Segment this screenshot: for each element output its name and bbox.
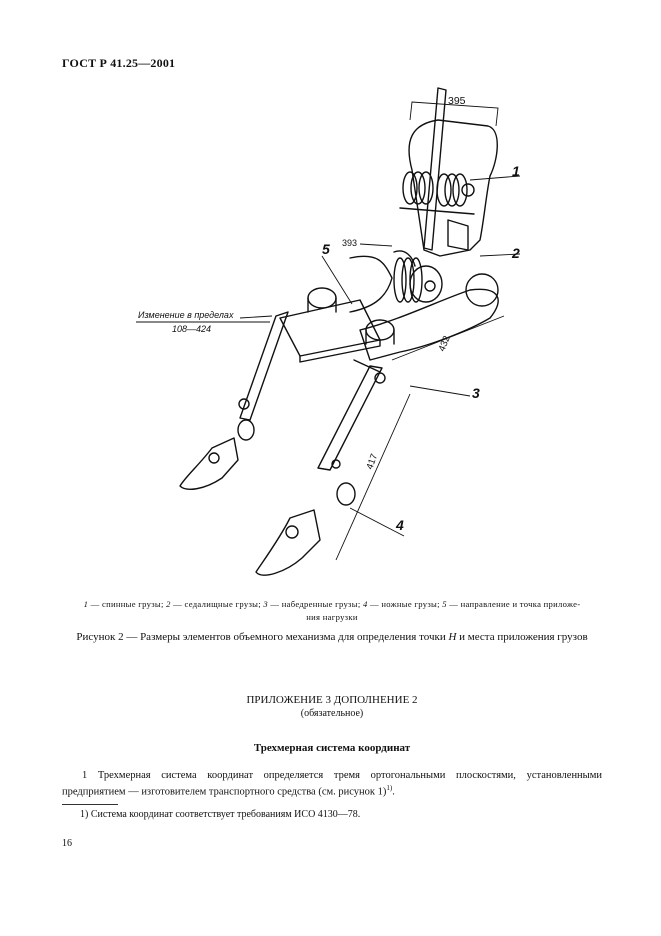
legend-num-1: 1: [83, 599, 89, 609]
range-value: 108—424: [172, 324, 211, 334]
load-cable: [349, 255, 393, 313]
caption-suffix: и места приложения грузов: [456, 631, 588, 643]
right-foot: [255, 509, 321, 576]
dim-line-417: [335, 393, 411, 561]
caption-prefix: Рисунок 2 — Размеры элементов объемного …: [76, 631, 449, 643]
right-foot-weight: [336, 482, 356, 506]
paragraph-end: .: [392, 786, 395, 798]
legend-num-4: 4: [362, 599, 368, 609]
footnote-text: Система координат соответствует требован…: [88, 809, 361, 820]
seat-weights: [393, 257, 443, 303]
paragraph-text: 1 Трехмерная система координат определяе…: [62, 770, 602, 798]
range-dim-line: [239, 315, 273, 319]
section-heading: Трехмерная система координат: [253, 742, 411, 754]
body-paragraph: 1 Трехмерная система координат определяе…: [62, 769, 602, 799]
left-foot-weight: [237, 419, 255, 441]
callout-4: 4: [395, 517, 404, 533]
page-number: 16: [62, 838, 72, 849]
footnote: 1) Система координат соответствует требо…: [80, 809, 600, 820]
legend-num-5: 5: [442, 599, 447, 609]
appendix-subtitle: (обязательное): [300, 708, 364, 719]
range-label: Изменение в пределах: [138, 310, 234, 320]
legend-text-2: — седалищные грузы;: [170, 599, 264, 609]
legend-text-3: — набедренные грузы;: [267, 599, 363, 609]
dim-label-393: 393: [342, 238, 357, 248]
legend-num-2: 2: [166, 599, 171, 609]
legend-text-5: — направление и точка приложе-: [446, 599, 581, 609]
callout-2: 2: [511, 245, 520, 261]
thigh-weight-right: [365, 319, 395, 341]
legend-text-1: — спинные грузы;: [88, 599, 167, 609]
callout-3: 3: [472, 385, 480, 401]
thigh-weight-left: [307, 287, 337, 309]
caption-point: H: [448, 631, 457, 643]
dim-line-432: [391, 315, 505, 361]
footnote-ref: 1): [386, 784, 393, 792]
dim-label-417: 417: [364, 452, 380, 471]
dim-label-395: 395: [448, 95, 466, 107]
right-leg: [317, 365, 383, 471]
h-point-machine-drawing: 395 393 4 3 2 417 Изменение в пределах 108…: [136, 87, 521, 576]
legend-num-3: 3: [263, 599, 268, 609]
legend-text-4: — ножные грузы;: [367, 599, 443, 609]
seat-pan: [359, 288, 499, 361]
callout-5: 5: [322, 241, 330, 257]
footnote-divider: [62, 804, 118, 805]
back-weights: [399, 171, 475, 215]
left-leg: [239, 311, 289, 421]
footnote-mark: 1): [80, 809, 89, 820]
torso-post: [423, 87, 447, 251]
back-bracket: [447, 219, 469, 251]
legend-text-6: ния нагрузки: [306, 612, 358, 622]
appendix-title: ПРИЛОЖЕНИЕ 3 ДОПОЛНЕНИЕ 2: [246, 694, 418, 706]
document-code-header: ГОСТ Р 41.25—2001: [62, 56, 176, 70]
back-pan: [408, 119, 498, 257]
figure-legend: 1 — спинные грузы; 2 — седалищные грузы;…: [62, 598, 602, 624]
seat-pivot: [465, 273, 499, 307]
callout-1: 1: [512, 163, 520, 179]
dim-line-395: [409, 101, 499, 127]
left-foot: [179, 437, 239, 490]
figure-caption: Рисунок 2 — Размеры элементов объемного …: [62, 631, 602, 643]
